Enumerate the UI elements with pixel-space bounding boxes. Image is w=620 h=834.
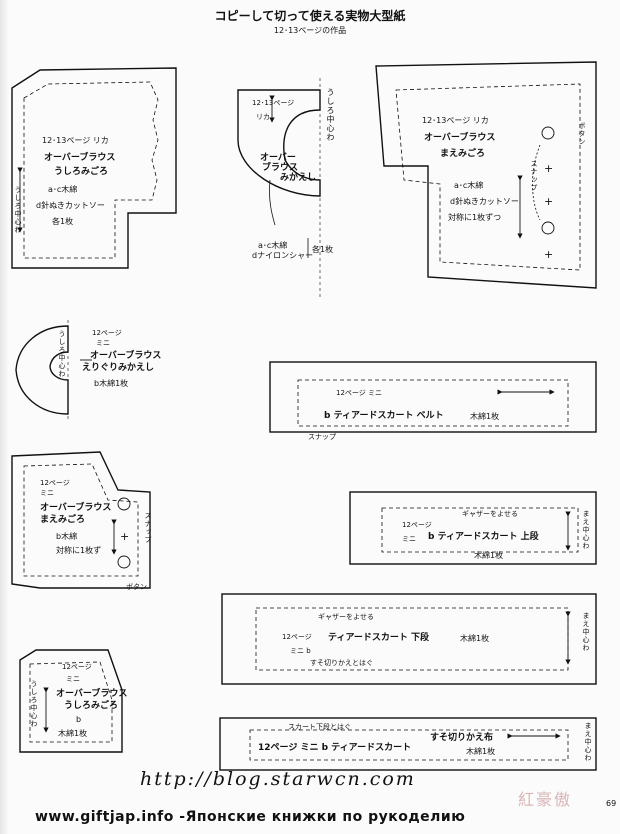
page-subtitle: 12･13ページの作品 — [273, 26, 347, 35]
front-small-name-1: オーバーブラウス — [40, 503, 112, 513]
front-bodice-small-piece — [11, 451, 151, 589]
front-bodice-fabric-1: a･c木綿 — [454, 181, 484, 190]
page-title: コピーして切って使える実物大型紙 — [214, 9, 406, 23]
collar-facing-piece — [15, 320, 69, 420]
front-small-qty: 対称に1枚ず — [56, 546, 102, 555]
front-bodice-qty: 対称に1枚ずつ — [448, 213, 502, 222]
front-bodice-fabric-2: d針ぬきカットソー — [450, 197, 519, 206]
skirt-lower-gather: ギャザーをよせる — [318, 613, 374, 621]
front-small-name-2: まえみごろ — [40, 515, 86, 525]
hem-band-fold: まえ中心わ — [584, 722, 592, 762]
front-small-doll: ミニ — [40, 489, 54, 497]
facing-back-piece — [237, 78, 321, 300]
front-small-fabric: b木綿 — [56, 532, 78, 541]
facing-fabric-2: dナイロンシャー — [252, 251, 314, 260]
facing-doll: リカ — [256, 113, 270, 121]
belt-snap-label: スナップ — [308, 433, 336, 441]
hem-band-note: スカート下段とはぐ — [288, 723, 351, 731]
blog-url-watermark: http://blog.starwcn.com — [140, 768, 416, 790]
front-bodice-large-piece — [375, 61, 597, 289]
back-small-page-ref: 12ページ — [62, 663, 92, 671]
footer-caption: www.giftjap.info -Японские книжки по рук… — [35, 809, 466, 825]
svg-text:+: + — [120, 530, 129, 543]
front-small-button-label: ボタン — [126, 583, 147, 591]
skirt-lower-page-ref: 12ページ — [282, 633, 312, 641]
facing-fabric-1: a･c木綿 — [258, 241, 288, 250]
skirt-lower-piece — [221, 593, 597, 685]
back-bodice-name-1: オーバーブラウス — [44, 153, 116, 163]
facing-page-ref: 12･13ページ — [252, 99, 295, 107]
belt-fabric: 木綿1枚 — [470, 412, 500, 421]
front-bodice-snap-label: スナップ — [530, 160, 538, 192]
back-bodice-fabric-1: a･c木綿 — [48, 185, 78, 194]
front-bodice-name-2: まえみごろ — [440, 149, 486, 159]
facing-name-3: みかえし — [280, 173, 317, 183]
skirt-upper-piece — [349, 491, 597, 565]
page-binding-shadow — [0, 0, 9, 834]
hem-band-fabric: 木綿1枚 — [466, 747, 496, 756]
facing-name-2: ブラウス — [262, 163, 299, 173]
skirt-lower-fabric: 木綿1枚 — [460, 634, 490, 643]
collar-fold: うしろ中心わ — [58, 330, 66, 378]
back-bodice-qty: 各1枚 — [52, 217, 74, 226]
front-bodice-button-label: ボタン — [578, 122, 586, 146]
back-bodice-name-2: うしろみごろ — [54, 167, 109, 177]
hem-band-label: 12ページ ミニ b ティアードスカート — [258, 743, 412, 753]
skirt-lower-doll: ミニ b — [290, 647, 311, 655]
skirt-upper-doll: ミニ — [402, 535, 416, 543]
skirt-lower-note: すそ切りかえとはぐ — [310, 659, 373, 667]
skirt-upper-gather: ギャザーをよせる — [462, 510, 518, 518]
back-small-mark: b — [76, 715, 82, 724]
collar-doll: ミニ — [96, 339, 110, 347]
skirt-upper-label: b ティアードスカート 上段 — [428, 532, 539, 542]
collar-name-1: オーバーブラウス — [90, 351, 162, 361]
skirt-upper-fabric: 木綿1枚 — [474, 551, 504, 560]
back-small-fabric: 木綿1枚 — [58, 729, 88, 738]
page-number: 69 — [606, 799, 617, 808]
back-bodice-fold: うしろ中心わ — [14, 186, 22, 234]
svg-text:+: + — [544, 195, 553, 208]
facing-fold: うしろ中心わ — [326, 88, 335, 142]
collar-page-ref: 12ページ — [92, 329, 122, 337]
back-bodice-large-piece — [11, 67, 177, 269]
svg-text:+: + — [544, 248, 553, 261]
front-bodice-page-ref: 12･13ページ リカ — [422, 116, 489, 125]
belt-piece — [269, 361, 597, 433]
hem-band-piece — [219, 717, 597, 771]
back-bodice-fabric-2: d針ぬきカットソー — [36, 201, 105, 210]
skirt-upper-fold: まえ中心わ — [582, 510, 590, 550]
collar-fabric: b木綿1枚 — [94, 379, 129, 388]
facing-name-1: オーバー — [260, 153, 296, 163]
hem-band-name: すそ切りかえ布 — [430, 733, 494, 743]
belt-page-ref: 12ページ ミニ — [336, 389, 382, 397]
back-small-name-2: うしろみごろ — [64, 701, 119, 711]
back-small-name-1: オーバーブラウス — [56, 689, 128, 699]
belt-label: b ティアードスカート ベルト — [324, 411, 444, 421]
front-small-snap-label: スナップ — [144, 512, 152, 544]
back-small-doll: ミニ — [66, 675, 80, 683]
back-bodice-page-ref: 12･13ページ リカ — [42, 136, 109, 145]
front-bodice-name-1: オーバーブラウス — [424, 133, 496, 143]
skirt-lower-label: ティアードスカート 下段 — [328, 633, 430, 643]
front-small-page-ref: 12ページ — [40, 479, 70, 487]
skirt-upper-page-ref: 12ページ — [402, 521, 432, 529]
facing-qty: 各1枚 — [312, 245, 334, 254]
back-bodice-small-piece — [19, 649, 123, 753]
svg-text:+: + — [544, 162, 553, 175]
collar-name-2: えりぐりみかえし — [82, 363, 155, 373]
skirt-lower-fold: まえ中心わ — [582, 612, 590, 652]
watermark-stamp: 紅豪傲 — [518, 790, 573, 809]
back-small-fold: うしろ中心わ — [30, 680, 38, 728]
